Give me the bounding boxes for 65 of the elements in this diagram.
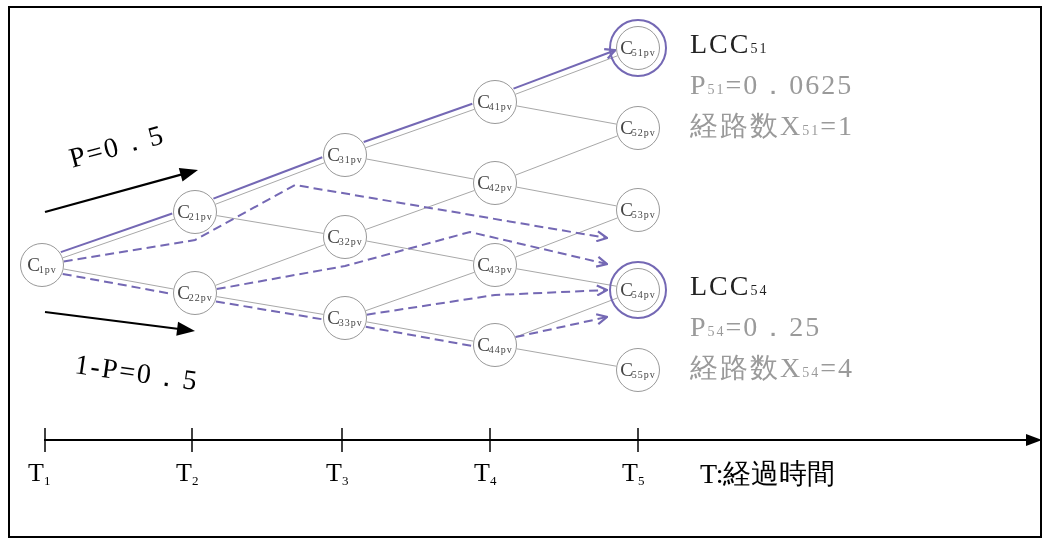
axis-label: T$_{3}$	[326, 458, 349, 489]
node-circle	[173, 190, 217, 234]
axis-label: T$_{4}$	[474, 458, 497, 489]
connector-line	[515, 135, 618, 176]
axis-label: T$_{2}$	[176, 458, 199, 489]
connector-line	[59, 212, 174, 254]
connector-line	[63, 268, 174, 290]
connector-line	[362, 102, 474, 143]
node-circle	[323, 133, 367, 177]
node-circle	[616, 106, 660, 150]
connector-line	[216, 296, 324, 315]
connector-line	[365, 271, 475, 312]
connector-line	[365, 190, 475, 230]
node-circle	[473, 243, 517, 287]
node-label: C$_{32pv}$	[327, 226, 363, 248]
node-label: C$_{54pv}$	[620, 279, 656, 301]
connector-line	[212, 156, 324, 200]
node-label: C$_{53pv}$	[620, 199, 656, 221]
dashed-arrow	[215, 230, 609, 291]
connector-line	[365, 108, 475, 149]
probability-label: 1-P=0．5	[72, 347, 202, 399]
node-circle	[616, 188, 660, 232]
probability-label: P=0．5	[65, 117, 169, 176]
node-label: C$_{1pv}$	[27, 254, 57, 276]
dashed-arrow	[365, 284, 609, 316]
node-circle	[323, 215, 367, 259]
node-circle	[616, 268, 660, 312]
axis-label: T$_{1}$	[28, 458, 51, 489]
node-label: C$_{33pv}$	[327, 307, 363, 329]
node-circle	[616, 26, 660, 70]
node-circle	[173, 271, 217, 315]
node-label: C$_{22pv}$	[177, 282, 213, 304]
dashed-arrow	[514, 313, 609, 339]
node-label: C$_{52pv}$	[620, 117, 656, 139]
connector-line	[516, 348, 617, 367]
connector-line	[215, 162, 325, 205]
node-label: C$_{21pv}$	[177, 201, 213, 223]
connector-line	[366, 240, 474, 262]
node-circle	[323, 296, 367, 340]
connector-line	[62, 218, 175, 259]
connector-line	[516, 268, 617, 287]
connector-line	[215, 244, 325, 286]
node-circle	[20, 243, 64, 287]
axis-label: T$_{5}$	[622, 458, 645, 489]
node-label: C$_{55pv}$	[620, 359, 656, 381]
axis-label: T:経過時間	[700, 457, 836, 491]
connector-line	[216, 215, 324, 234]
node-label: C$_{51pv}$	[620, 37, 656, 59]
node-label: C$_{43pv}$	[477, 254, 513, 276]
node-circle	[473, 323, 517, 367]
connector-line	[515, 55, 618, 95]
node-label: C$_{31pv}$	[327, 144, 363, 166]
node-label: C$_{41pv}$	[477, 91, 513, 113]
connector-line	[366, 321, 474, 342]
node-circle	[473, 80, 517, 124]
connector-line	[516, 186, 617, 207]
node-label: C$_{42pv}$	[477, 172, 513, 194]
connector-line	[366, 158, 474, 180]
connector-line	[515, 217, 618, 258]
connector-line	[516, 105, 617, 125]
arrow	[512, 47, 617, 90]
node-circle	[473, 161, 517, 205]
node-circle	[616, 348, 660, 392]
node-label: C$_{44pv}$	[477, 334, 513, 356]
dashed-arrow	[62, 183, 609, 263]
